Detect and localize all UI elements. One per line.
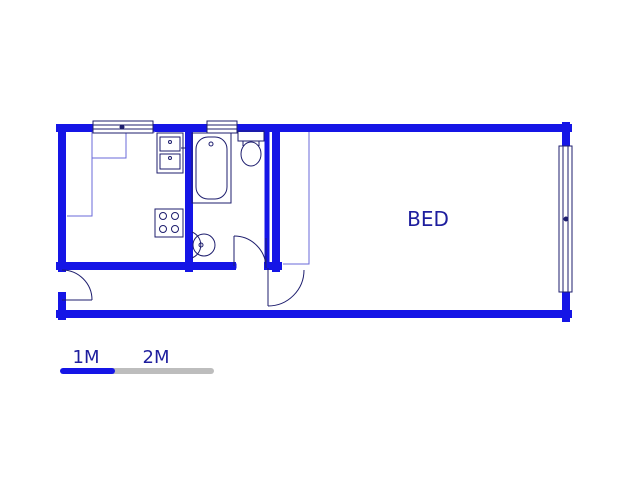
window-bedroom: [558, 145, 573, 293]
interior-walls-thin: [186, 125, 270, 269]
scale-label-1m: 1M: [73, 347, 100, 368]
door-bathroom: [233, 235, 267, 269]
kitchen-sink: [156, 132, 186, 174]
kitchen-counter: [67, 131, 155, 217]
window-kitchen: [92, 120, 154, 134]
window-bathroom: [206, 120, 238, 134]
scale-bar: 1M 2M: [60, 347, 214, 374]
bathtub: [191, 132, 232, 204]
room-label-bed: BED: [407, 207, 449, 231]
door-bedroom: [267, 268, 305, 307]
exterior-walls: [56, 122, 572, 322]
scale-label-2m: 2M: [143, 347, 170, 368]
door-entrance: [61, 269, 93, 301]
interior-walls: [56, 124, 282, 272]
wash-basin: [191, 231, 216, 259]
toilet: [237, 130, 265, 167]
bedroom-cupboard: [283, 132, 310, 265]
stove: [154, 208, 184, 238]
